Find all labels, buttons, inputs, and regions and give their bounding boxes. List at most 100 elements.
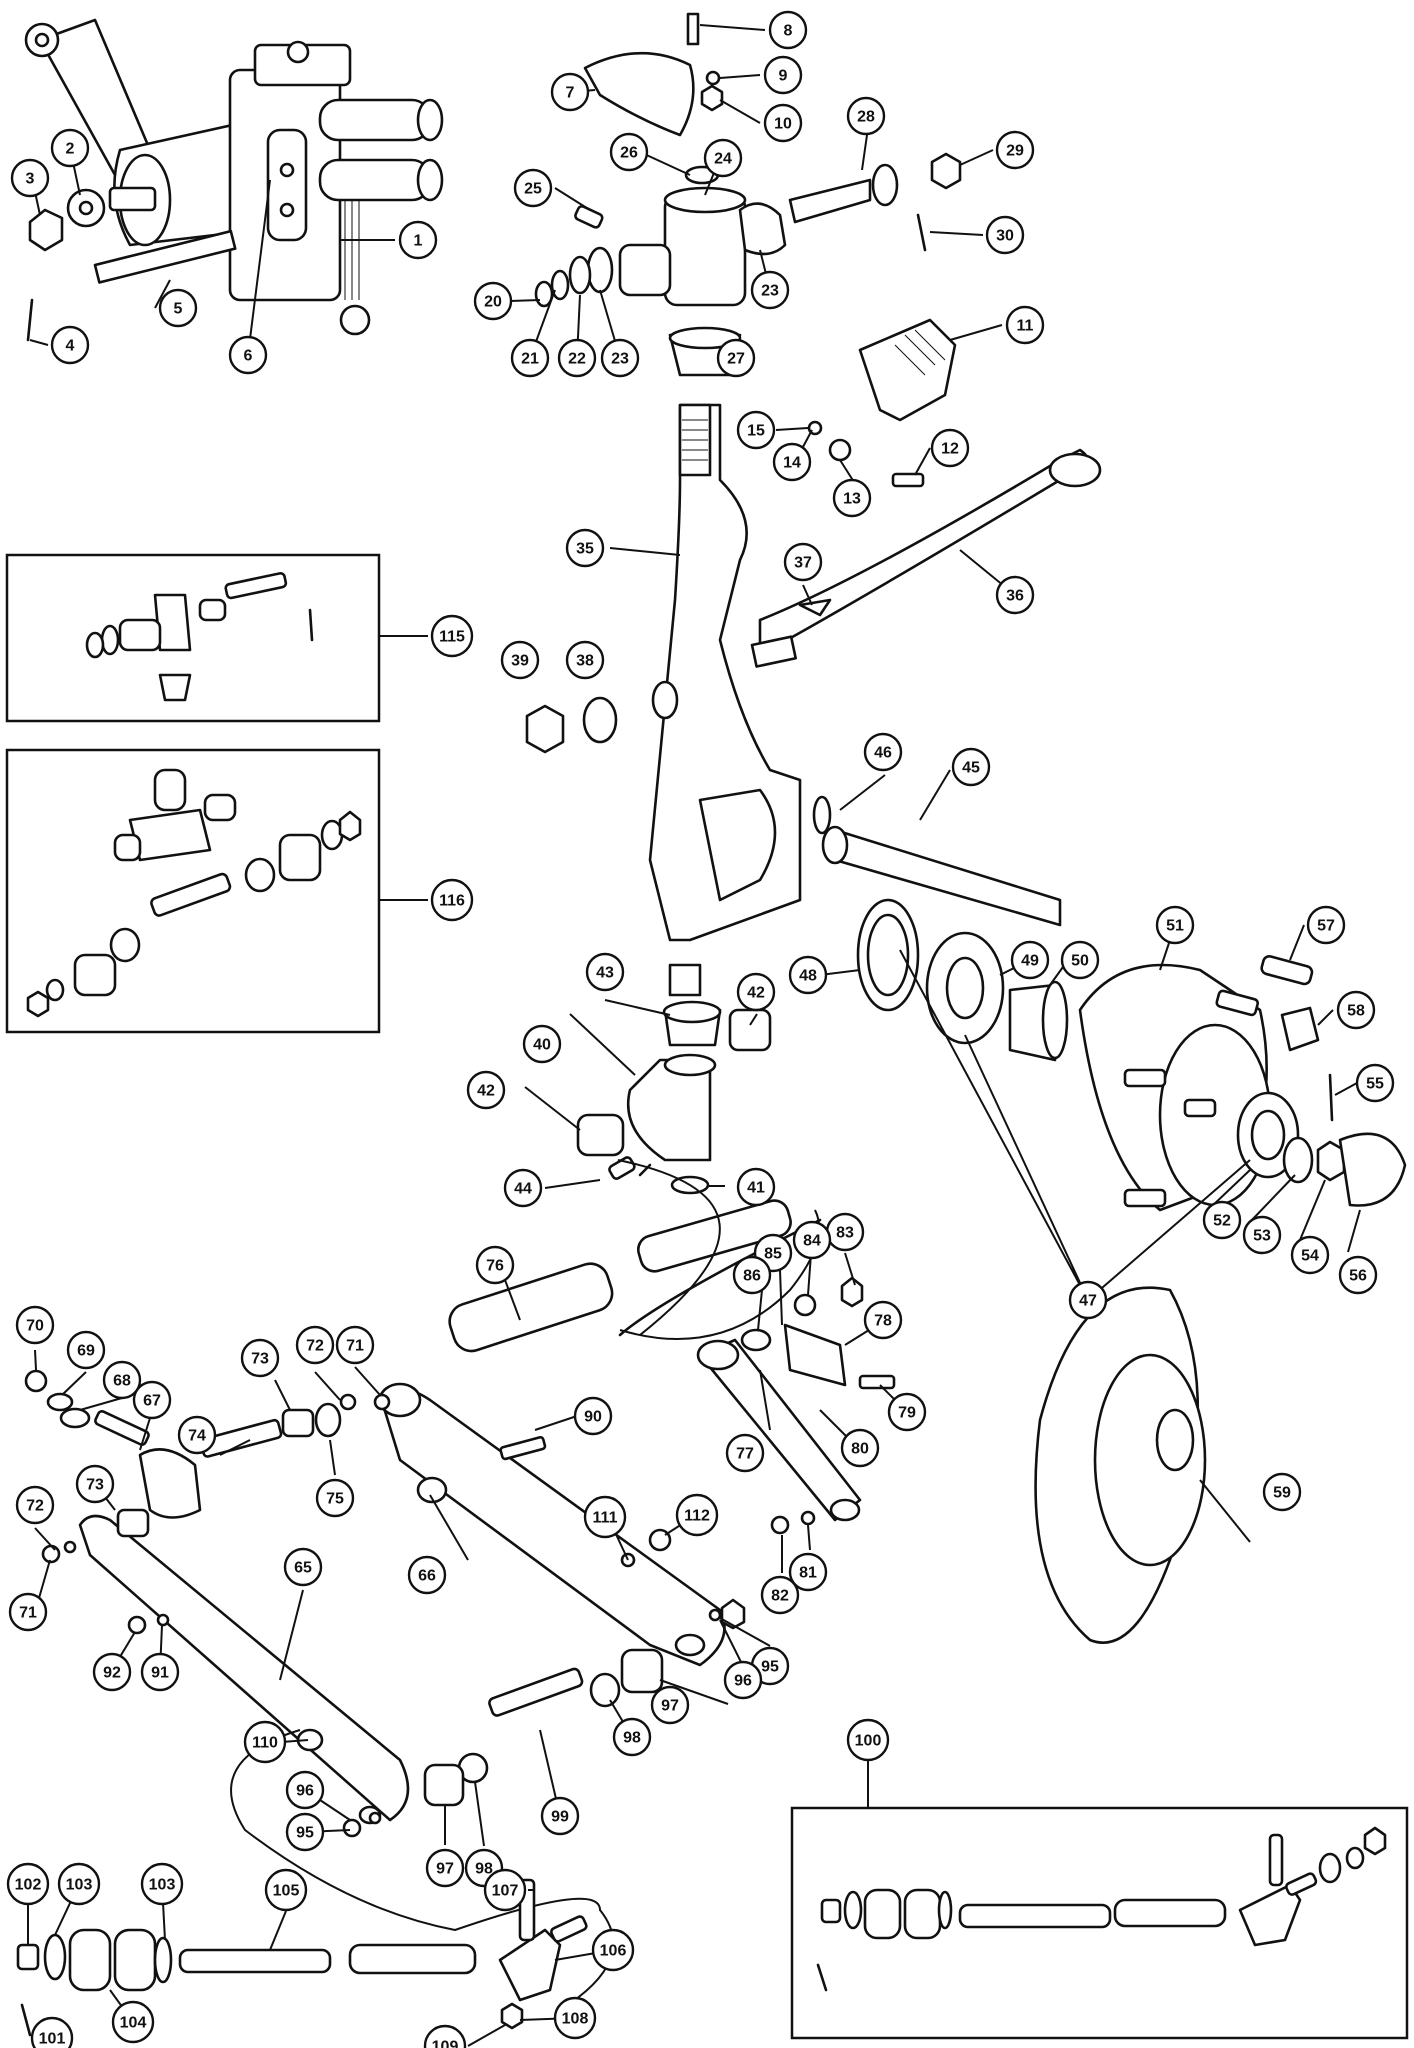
callout-bubble (763, 55, 803, 95)
callout-number: 23 (761, 283, 779, 300)
bracket-11 (858, 318, 957, 422)
callout-15: 15 (736, 410, 776, 450)
callout-number: 72 (26, 1498, 44, 1515)
callout-bubble (750, 270, 790, 310)
callout-bubble (930, 428, 970, 468)
callout-bubble (585, 952, 625, 992)
callout-bubble (763, 103, 803, 143)
callout-bubble (1068, 1280, 1108, 1320)
callout-82: 82 (760, 1575, 800, 1615)
callout-98: 98 (612, 1717, 652, 1757)
callout-26: 26 (609, 132, 649, 172)
callout-37: 37 (783, 542, 823, 582)
callout-bubble (1290, 1235, 1330, 1275)
callout-bubble (8, 1592, 48, 1632)
callout-bubble (557, 338, 597, 378)
callout-number: 76 (486, 1258, 504, 1275)
callout-number: 7 (566, 85, 575, 102)
callout-number: 55 (1366, 1076, 1384, 1093)
callout-83: 83 (825, 1212, 865, 1252)
split-pin-30 (916, 213, 927, 252)
callout-number: 29 (1006, 143, 1024, 160)
callout-number: 98 (475, 1861, 493, 1878)
callout-69: 69 (66, 1330, 106, 1370)
callout-36: 36 (995, 575, 1035, 615)
stud-99 (488, 1667, 584, 1717)
callout-number: 49 (1021, 953, 1039, 970)
bolt-5 (93, 229, 237, 284)
callout-number: 66 (418, 1568, 436, 1585)
callout-72: 72 (295, 1325, 335, 1365)
callout-bubble (425, 1848, 465, 1888)
callout-bubble (430, 614, 474, 658)
callout-number: 54 (1301, 1248, 1319, 1265)
cover-plate-7 (583, 51, 695, 137)
callout-number: 22 (568, 351, 586, 368)
callout-bubble (407, 1555, 447, 1595)
callout-112: 112 (675, 1493, 719, 1537)
callout-number: 39 (511, 653, 529, 670)
callout-number: 80 (851, 1441, 869, 1458)
callout-45: 45 (951, 747, 991, 787)
callout-73: 73 (240, 1338, 280, 1378)
callout-57: 57 (1306, 905, 1346, 945)
callout-bubble (723, 1660, 763, 1700)
callout-67: 67 (132, 1380, 172, 1420)
callout-number: 81 (799, 1565, 817, 1582)
callout-84: 84 (792, 1220, 832, 1260)
callout-bubble (50, 325, 90, 365)
callout-number: 45 (962, 760, 980, 777)
callout-number: 52 (1213, 1213, 1231, 1230)
callout-86: 86 (732, 1255, 772, 1295)
callout-bubble (500, 640, 540, 680)
callout-number: 95 (296, 1825, 314, 1842)
callout-39: 39 (500, 640, 540, 680)
callout-bubble (736, 410, 776, 450)
callout-bubble (995, 130, 1035, 170)
callout-number: 109 (432, 2039, 459, 2048)
callout-1: 1 (398, 220, 438, 260)
bush-97b (423, 1763, 465, 1807)
callout-58: 58 (1336, 990, 1376, 1030)
callout-number: 110 (252, 1735, 278, 1752)
callout-bubble (111, 2000, 155, 2044)
callout-number: 67 (143, 1393, 161, 1410)
callout-number: 3 (26, 171, 35, 188)
callout-109: 109 (423, 2024, 467, 2048)
brake-drum-59 (1034, 1286, 1207, 1644)
callout-30: 30 (985, 215, 1025, 255)
callout-102: 102 (6, 1862, 50, 1906)
callout-27: 27 (716, 338, 756, 378)
callout-bubble (398, 220, 438, 260)
callout-bubble (675, 1493, 719, 1537)
callout-bubble (846, 1718, 890, 1762)
callout-bubble (15, 1485, 55, 1525)
callout-bubble (228, 335, 268, 375)
callout-number: 86 (743, 1268, 761, 1285)
callout-99: 99 (540, 1796, 580, 1836)
callout-bubble (158, 288, 198, 328)
callout-number: 101 (39, 2031, 66, 2048)
callout-46: 46 (863, 732, 903, 772)
callout-bubble (760, 1575, 800, 1615)
callout-59: 59 (1262, 1472, 1302, 1512)
trunnion-40 (626, 1058, 712, 1162)
callout-8: 8 (768, 10, 808, 50)
callout-number: 70 (26, 1318, 44, 1335)
callout-41: 41 (736, 1167, 776, 1207)
callout-number: 73 (251, 1351, 269, 1368)
callout-77: 77 (725, 1433, 765, 1473)
callout-bubble (473, 281, 513, 321)
callout-number: 68 (113, 1373, 131, 1390)
callout-number: 102 (15, 1877, 42, 1894)
callout-101: 101 (30, 2016, 74, 2048)
callout-111: 111 (583, 1495, 627, 1539)
callout-bubble (788, 955, 828, 995)
callout-bubble (1338, 1255, 1378, 1295)
callout-bubble (10, 158, 50, 198)
callout-bubble (609, 132, 649, 172)
callout-number: 20 (484, 294, 502, 311)
nipple-44 (608, 1156, 636, 1180)
callout-68: 68 (102, 1360, 142, 1400)
callout-66: 66 (407, 1555, 447, 1595)
